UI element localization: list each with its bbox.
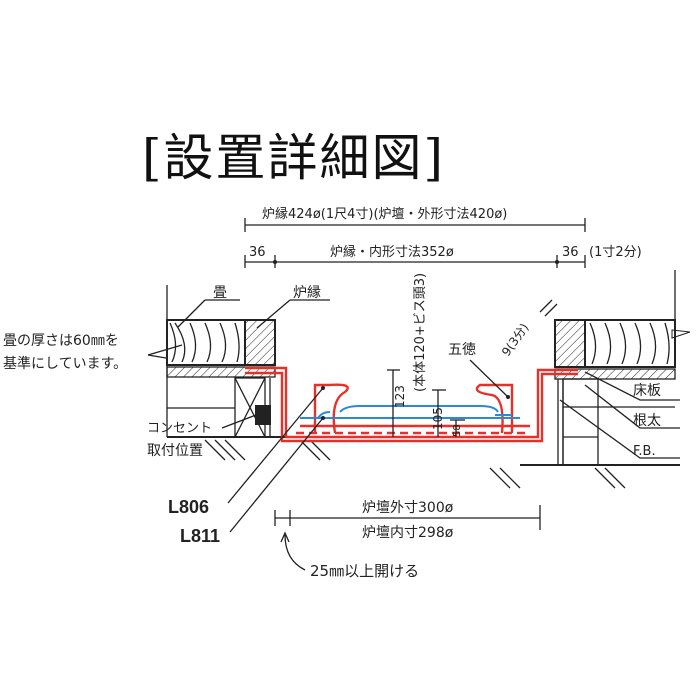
hearth-unit-l811	[300, 405, 520, 419]
right-36-note: (1寸2分)	[589, 245, 642, 260]
floorboard-label: 床板	[633, 383, 661, 399]
rim-label: 炉縁	[293, 285, 321, 301]
hearth-unit-l806	[245, 366, 578, 443]
outer-dimension: 炉縁424ø(1尺4寸)(炉壇・外形寸法420ø)	[244, 206, 586, 232]
diagram-title: [設置詳細図]	[142, 129, 445, 187]
tatami-thickness-note-1: 畳の厚さは60㎜を	[3, 333, 119, 349]
trivet-label: 五徳	[448, 342, 476, 358]
height-105-label: 105	[431, 407, 445, 430]
outlet-label-2: 取付位置	[147, 443, 203, 459]
hearth-dimension: 炉壇外寸300ø 炉壇内寸298ø 25㎜以上開ける	[274, 499, 541, 580]
model-l806-label: L806	[168, 497, 209, 517]
joist-label: 根太	[633, 413, 661, 429]
tatami-thickness-note-2: 基準にしています。	[3, 355, 127, 372]
outlet-box	[255, 405, 271, 425]
model-l811-label: L811	[180, 526, 220, 546]
left-floor-structure	[166, 285, 331, 461]
hearth-inner-label: 炉壇内寸298ø	[362, 524, 454, 541]
left-36-label: 36	[249, 245, 266, 260]
clearance-label: 25㎜以上開ける	[310, 562, 419, 580]
height-123-label: 123	[393, 385, 407, 408]
inner-rim-dimension-label: 炉縁・内形寸法352ø	[330, 244, 454, 260]
outlet-label-1: コンセント	[147, 421, 212, 436]
height-58-label: 58	[452, 424, 463, 437]
inner-dimension: 36 炉縁・内形寸法352ø 36 (1寸2分)	[244, 244, 642, 268]
gap-9-label: 9(3分)	[499, 321, 531, 359]
right-floor-structure	[489, 270, 691, 489]
right-36-label: 36	[562, 245, 579, 260]
hearth-outer-label: 炉壇外寸300ø	[362, 499, 454, 516]
labels: 畳 炉縁 畳の厚さは60㎜を 基準にしています。 コンセント 取付位置 L806…	[3, 285, 661, 546]
fb-label: F.B.	[633, 444, 656, 459]
tatami-label: 畳	[213, 285, 227, 301]
outer-rim-dimension-label: 炉縁424ø(1尺4寸)(炉壇・外形寸法420ø)	[262, 206, 507, 222]
body-height-label: (本体120+ビス頭3)	[413, 273, 428, 392]
